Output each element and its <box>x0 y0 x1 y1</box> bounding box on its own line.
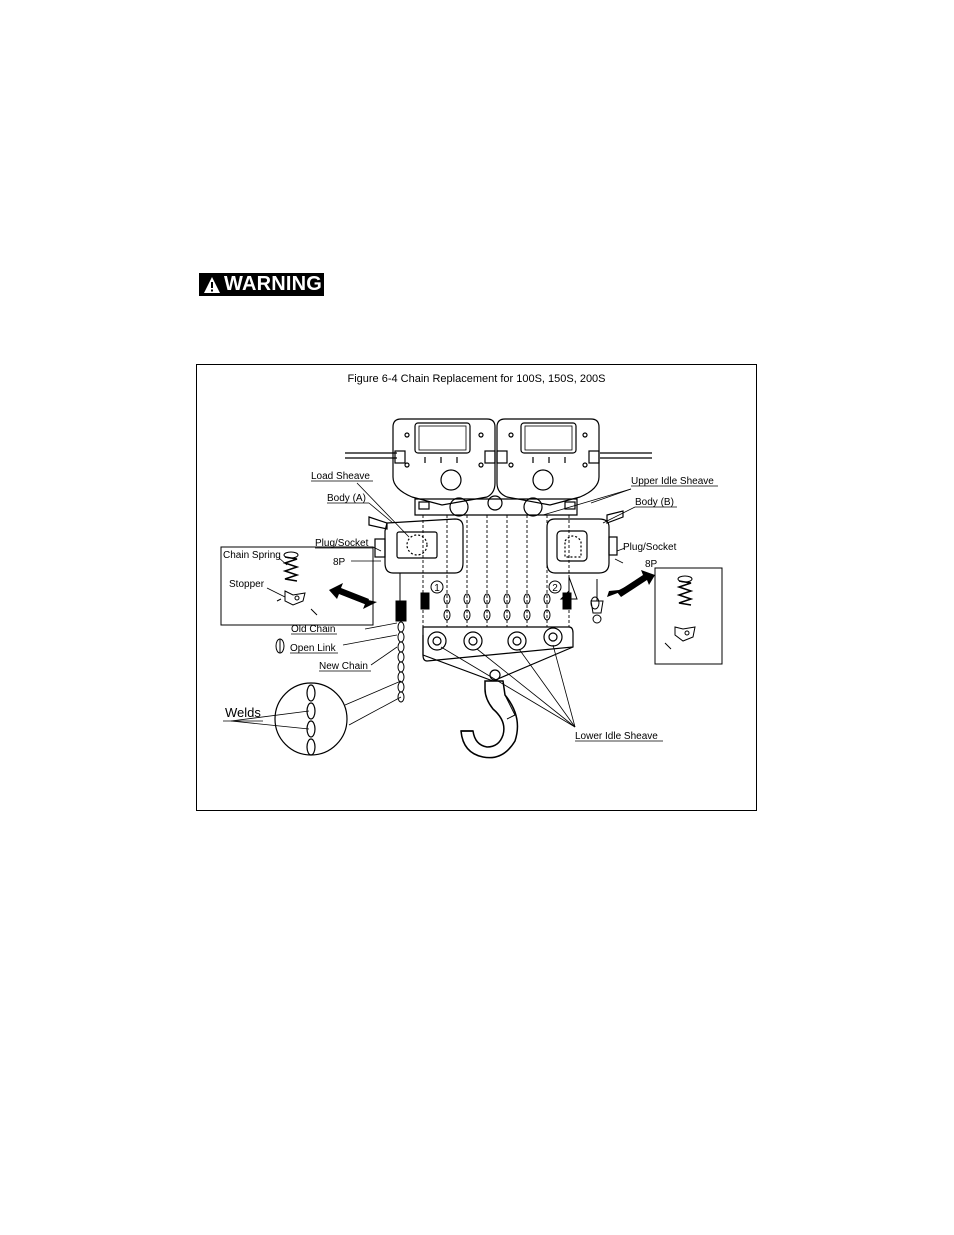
chain-link-marks <box>420 592 600 621</box>
marker-2: 2 <box>548 580 562 594</box>
svg-text:2: 2 <box>552 583 558 594</box>
label-stopper: Stopper <box>229 579 265 590</box>
label-load-sheave: Load Sheave <box>311 471 370 482</box>
marker-1: 1 <box>430 580 444 594</box>
inset-right <box>654 567 723 665</box>
double-arrow-left <box>329 583 377 609</box>
body-a <box>368 516 464 574</box>
power-cable-left <box>345 452 397 459</box>
power-cable-right <box>600 452 652 459</box>
double-arrow-right <box>607 570 655 597</box>
label-chain-spring: Chain Spring <box>223 550 281 561</box>
label-upper-idle-sheave: Upper Idle Sheave <box>631 476 714 487</box>
hoist-motor-left <box>392 418 496 506</box>
hoist-motor-right <box>496 418 600 506</box>
label-body-b: Body (B) <box>635 497 674 508</box>
label-welds: Welds <box>225 705 261 720</box>
label-plug-socket-right: Plug/Socket <box>623 542 677 553</box>
figure-frame: Figure 6-4 Chain Replacement for 100S, 1… <box>196 364 757 811</box>
label-8p-right: 8P <box>645 559 658 570</box>
label-old-chain: Old Chain <box>291 624 335 635</box>
warning-triangle-icon <box>204 276 220 293</box>
hook <box>460 680 519 759</box>
welds-magnifier <box>274 680 402 756</box>
warning-label: WARNING <box>224 273 323 295</box>
label-new-chain: New Chain <box>319 661 368 672</box>
figure-caption: Figure 6-4 Chain Replacement for 100S, 1… <box>347 373 606 385</box>
stopper-right <box>559 576 604 624</box>
warning-badge: WARNING <box>199 273 324 296</box>
label-8p-left: 8P <box>333 557 346 568</box>
leader-lines <box>230 482 636 730</box>
lower-hook-block <box>422 626 574 682</box>
chain-replacement-diagram: 1 2 Lo <box>220 418 723 759</box>
replacement-chain-left <box>395 573 407 703</box>
body-b <box>546 510 624 574</box>
label-open-link: Open Link <box>290 643 337 654</box>
chain-falls <box>422 515 570 627</box>
open-link-icon <box>275 638 285 654</box>
upper-idle-sheave-frame <box>414 495 578 517</box>
svg-text:1: 1 <box>434 583 440 594</box>
label-lower-idle-sheave: Lower Idle Sheave <box>575 731 658 742</box>
label-body-a: Body (A) <box>327 493 366 504</box>
label-plug-socket-left: Plug/Socket <box>315 538 369 549</box>
inset-left <box>220 546 374 626</box>
